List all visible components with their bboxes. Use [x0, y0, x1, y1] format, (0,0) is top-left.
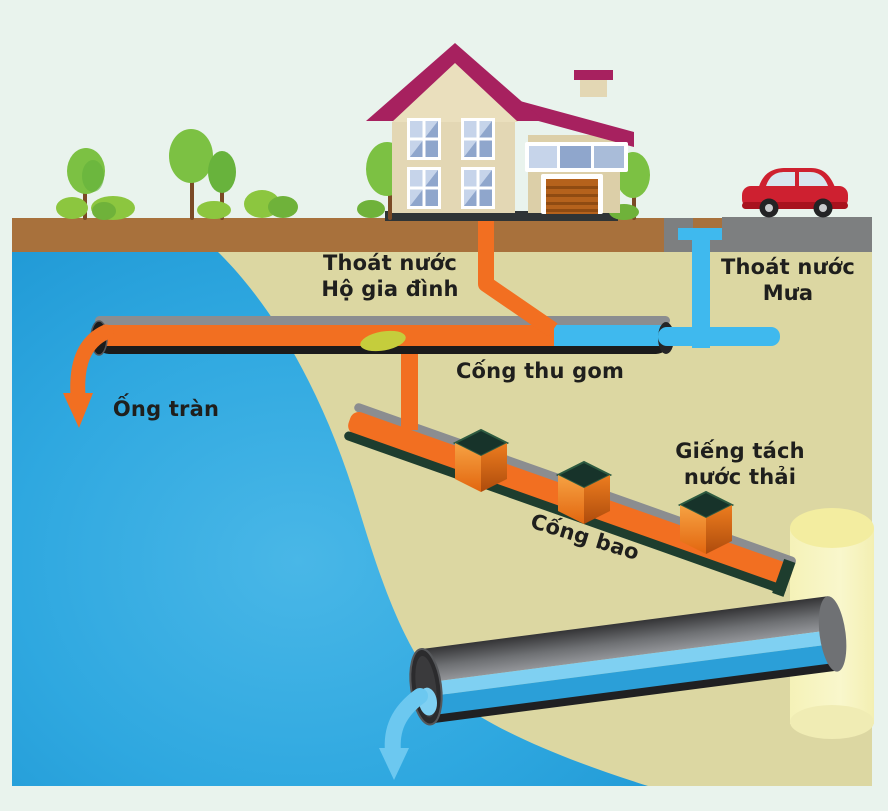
- bushes: [56, 190, 639, 220]
- label-overflow-pipe: Ống tràn: [112, 397, 220, 421]
- gable-face: [392, 63, 518, 122]
- label-household-drainage: Thoát nước Hộ gia đình: [321, 250, 458, 302]
- separation-well-box: [677, 490, 735, 554]
- overflow-arrow: [63, 324, 114, 428]
- river-water-body: [12, 250, 648, 786]
- label-separation-line2: nước thải: [683, 465, 797, 489]
- separation-well-box: [452, 428, 510, 492]
- window: [407, 118, 441, 160]
- garage-window: [525, 142, 628, 172]
- outfall-arrow: [379, 688, 428, 780]
- sewage-flow: [104, 325, 558, 346]
- storm-lateral-pipe: [658, 327, 780, 346]
- weir: [360, 330, 406, 352]
- drop-pipe: [401, 346, 418, 430]
- garage-roof: [498, 95, 634, 147]
- house-foundation-strip: [385, 211, 618, 221]
- label-rain-drainage: Thoát nước Mưa: [721, 254, 855, 306]
- label-collector-sewer: Cống thu gom: [455, 359, 625, 383]
- car-illustration: [742, 168, 848, 218]
- window: [407, 167, 441, 209]
- separation-well-box: [555, 460, 613, 524]
- household-drain-pipe: [478, 221, 558, 337]
- label-rain-line2: Mưa: [762, 281, 814, 305]
- car-window: [799, 172, 828, 186]
- label-household-line2: Hộ gia đình: [321, 277, 459, 301]
- window: [461, 167, 495, 209]
- car-window: [766, 172, 795, 186]
- label-separation-line1: Giếng tách: [675, 439, 805, 463]
- outfall-pipe: [409, 596, 847, 726]
- storm-flow: [554, 325, 666, 346]
- label-separation-well: Giếng tách nước thải: [675, 438, 805, 490]
- label-household-line1: Thoát nước: [322, 251, 457, 275]
- garage-door: [541, 174, 603, 214]
- storm-drain-pipe: [678, 228, 722, 348]
- window: [461, 118, 495, 160]
- house-illustration: [366, 43, 634, 214]
- label-rain-line1: Thoát nước: [721, 255, 855, 279]
- chimney: [574, 70, 613, 97]
